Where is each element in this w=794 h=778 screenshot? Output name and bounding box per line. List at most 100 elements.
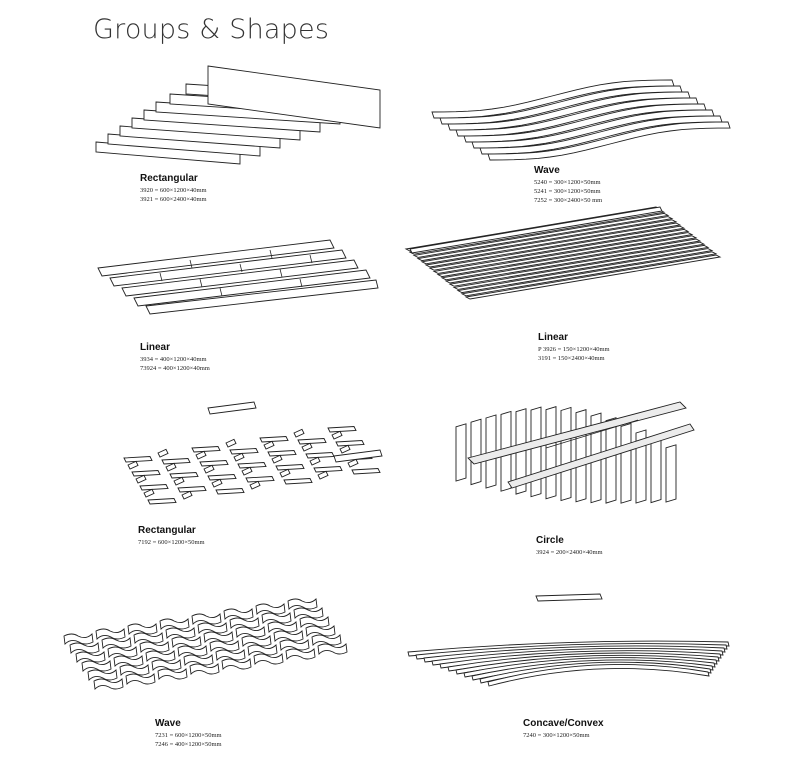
grid-tile [297,438,327,445]
concave-convex-rows [407,593,730,687]
linear-slat [444,238,702,284]
spec-line: 7252 = 300×2400×50 mm [534,197,603,204]
spec-line: 7231 = 600×1200×50mm [155,732,222,739]
circle-baffles-illustration [448,380,698,515]
wave-tile [305,625,336,637]
baffle [635,429,647,504]
shape-name: Wave [534,165,560,176]
wave-tile [113,655,144,667]
linear-staggered-drawing [97,239,379,315]
spec-line: 3934 = 400×1200×40mm [140,356,207,363]
caption-rectangular-1: Rectangular 3920 = 600×1200×40mm 3921 = … [140,174,207,204]
spec-line: 3924 = 200×2400×40mm [536,549,603,556]
grid-tile [215,488,245,495]
wave-tile [191,613,222,625]
grid-tile [271,454,283,464]
grid-tile [229,448,259,455]
spec-line: 73924 = 400×1200×40mm [140,365,210,372]
linear-slat [464,254,722,300]
shape-name: Circle [536,535,564,546]
wave-tile [287,598,318,610]
linear-slat [432,228,690,274]
wave-tile [293,607,324,619]
baffle [470,418,482,486]
wave-tile [145,650,176,662]
linear-slat [452,244,710,290]
grid-tile [123,456,153,463]
linear-slats-drawing [404,206,722,300]
shape-name: Wave [155,718,181,729]
wave-tile [279,639,310,651]
grid-tile [249,480,261,490]
wave-tile [183,654,214,666]
grid-tile [195,450,207,460]
wave-tile [221,658,252,670]
page-title: Groups & Shapes [93,14,330,45]
wave-tile [95,628,126,640]
spec-line: 7240 = 300×1200×50mm [523,732,590,739]
grid-tile [331,430,343,440]
wave-tile [165,627,196,639]
wave-tile [261,612,292,624]
baffle [560,406,572,502]
linear-slat [416,216,674,262]
grid-tile [199,460,229,467]
grid-tiles [123,401,383,505]
spec-line: 3920 = 600×1200×40mm [140,187,207,194]
linear-slats-illustration [404,205,734,315]
caption-wave-1: Wave 5240 = 300×1200×50mm 5241 = 300×120… [534,166,602,205]
wave-tile [119,664,150,676]
wave-tiles [63,598,348,690]
wave-tile [255,603,286,615]
rectangular-grid-drawing [123,401,383,505]
caption-linear-2: Linear P 3926 = 150×1200×40mm 3191 = 150… [538,333,610,363]
baffle [575,409,587,503]
wave-tile [107,646,138,658]
linear-slat [456,248,714,294]
grid-tile [233,452,245,462]
spec-line: 3191 = 150×2400×40mm [538,355,605,362]
wave-tile [223,608,254,620]
wave-tile [151,659,182,671]
linear-slat [428,225,686,271]
linear-slat [440,235,698,281]
wave-tile [285,648,316,660]
linear-slat [460,251,718,297]
caption-concave-convex: Concave/Convex 7240 = 300×1200×50mm [523,719,604,740]
wave-tile [63,633,94,645]
grid-tile [305,452,335,459]
grid-tile [169,472,199,479]
baffle [530,406,542,498]
wave-tile [87,669,118,681]
wave-tile [127,623,158,635]
linear-slat [448,241,706,287]
wave-tile [93,678,124,690]
baffle [620,422,632,504]
grid-tile [143,488,155,498]
baffle [605,417,617,504]
caption-rectangular-2: Rectangular 7192 = 600×1200×50mm [138,526,205,547]
wave-tile [177,645,208,657]
wave-tile [209,640,240,652]
support-rails [467,401,695,489]
spec-line: 5240 = 300×1200×50mm [534,179,601,186]
spec-line: 5241 = 300×1200×50mm [534,188,601,195]
baffle [650,436,662,504]
wave-tile [311,634,342,646]
linear-staggered-illustration [90,228,380,318]
grid-tile [135,474,147,484]
wave-rows [431,79,731,161]
wave-tile [189,663,220,675]
spec-line: 3921 = 600×2400×40mm [140,196,207,203]
grid-tile [241,466,253,476]
linear-slat [412,212,670,258]
wave-panels-illustration [428,72,748,167]
concave-convex-illustration [404,590,739,695]
caption-wave-2: Wave 7231 = 600×1200×50mm 7246 = 400×120… [155,719,222,749]
grid-tile [245,476,275,483]
wave-tile [247,644,278,656]
grid-tile [127,460,139,470]
grid-tile [191,446,221,453]
shape-name: Rectangular [140,173,198,184]
grid-tile [139,484,169,491]
